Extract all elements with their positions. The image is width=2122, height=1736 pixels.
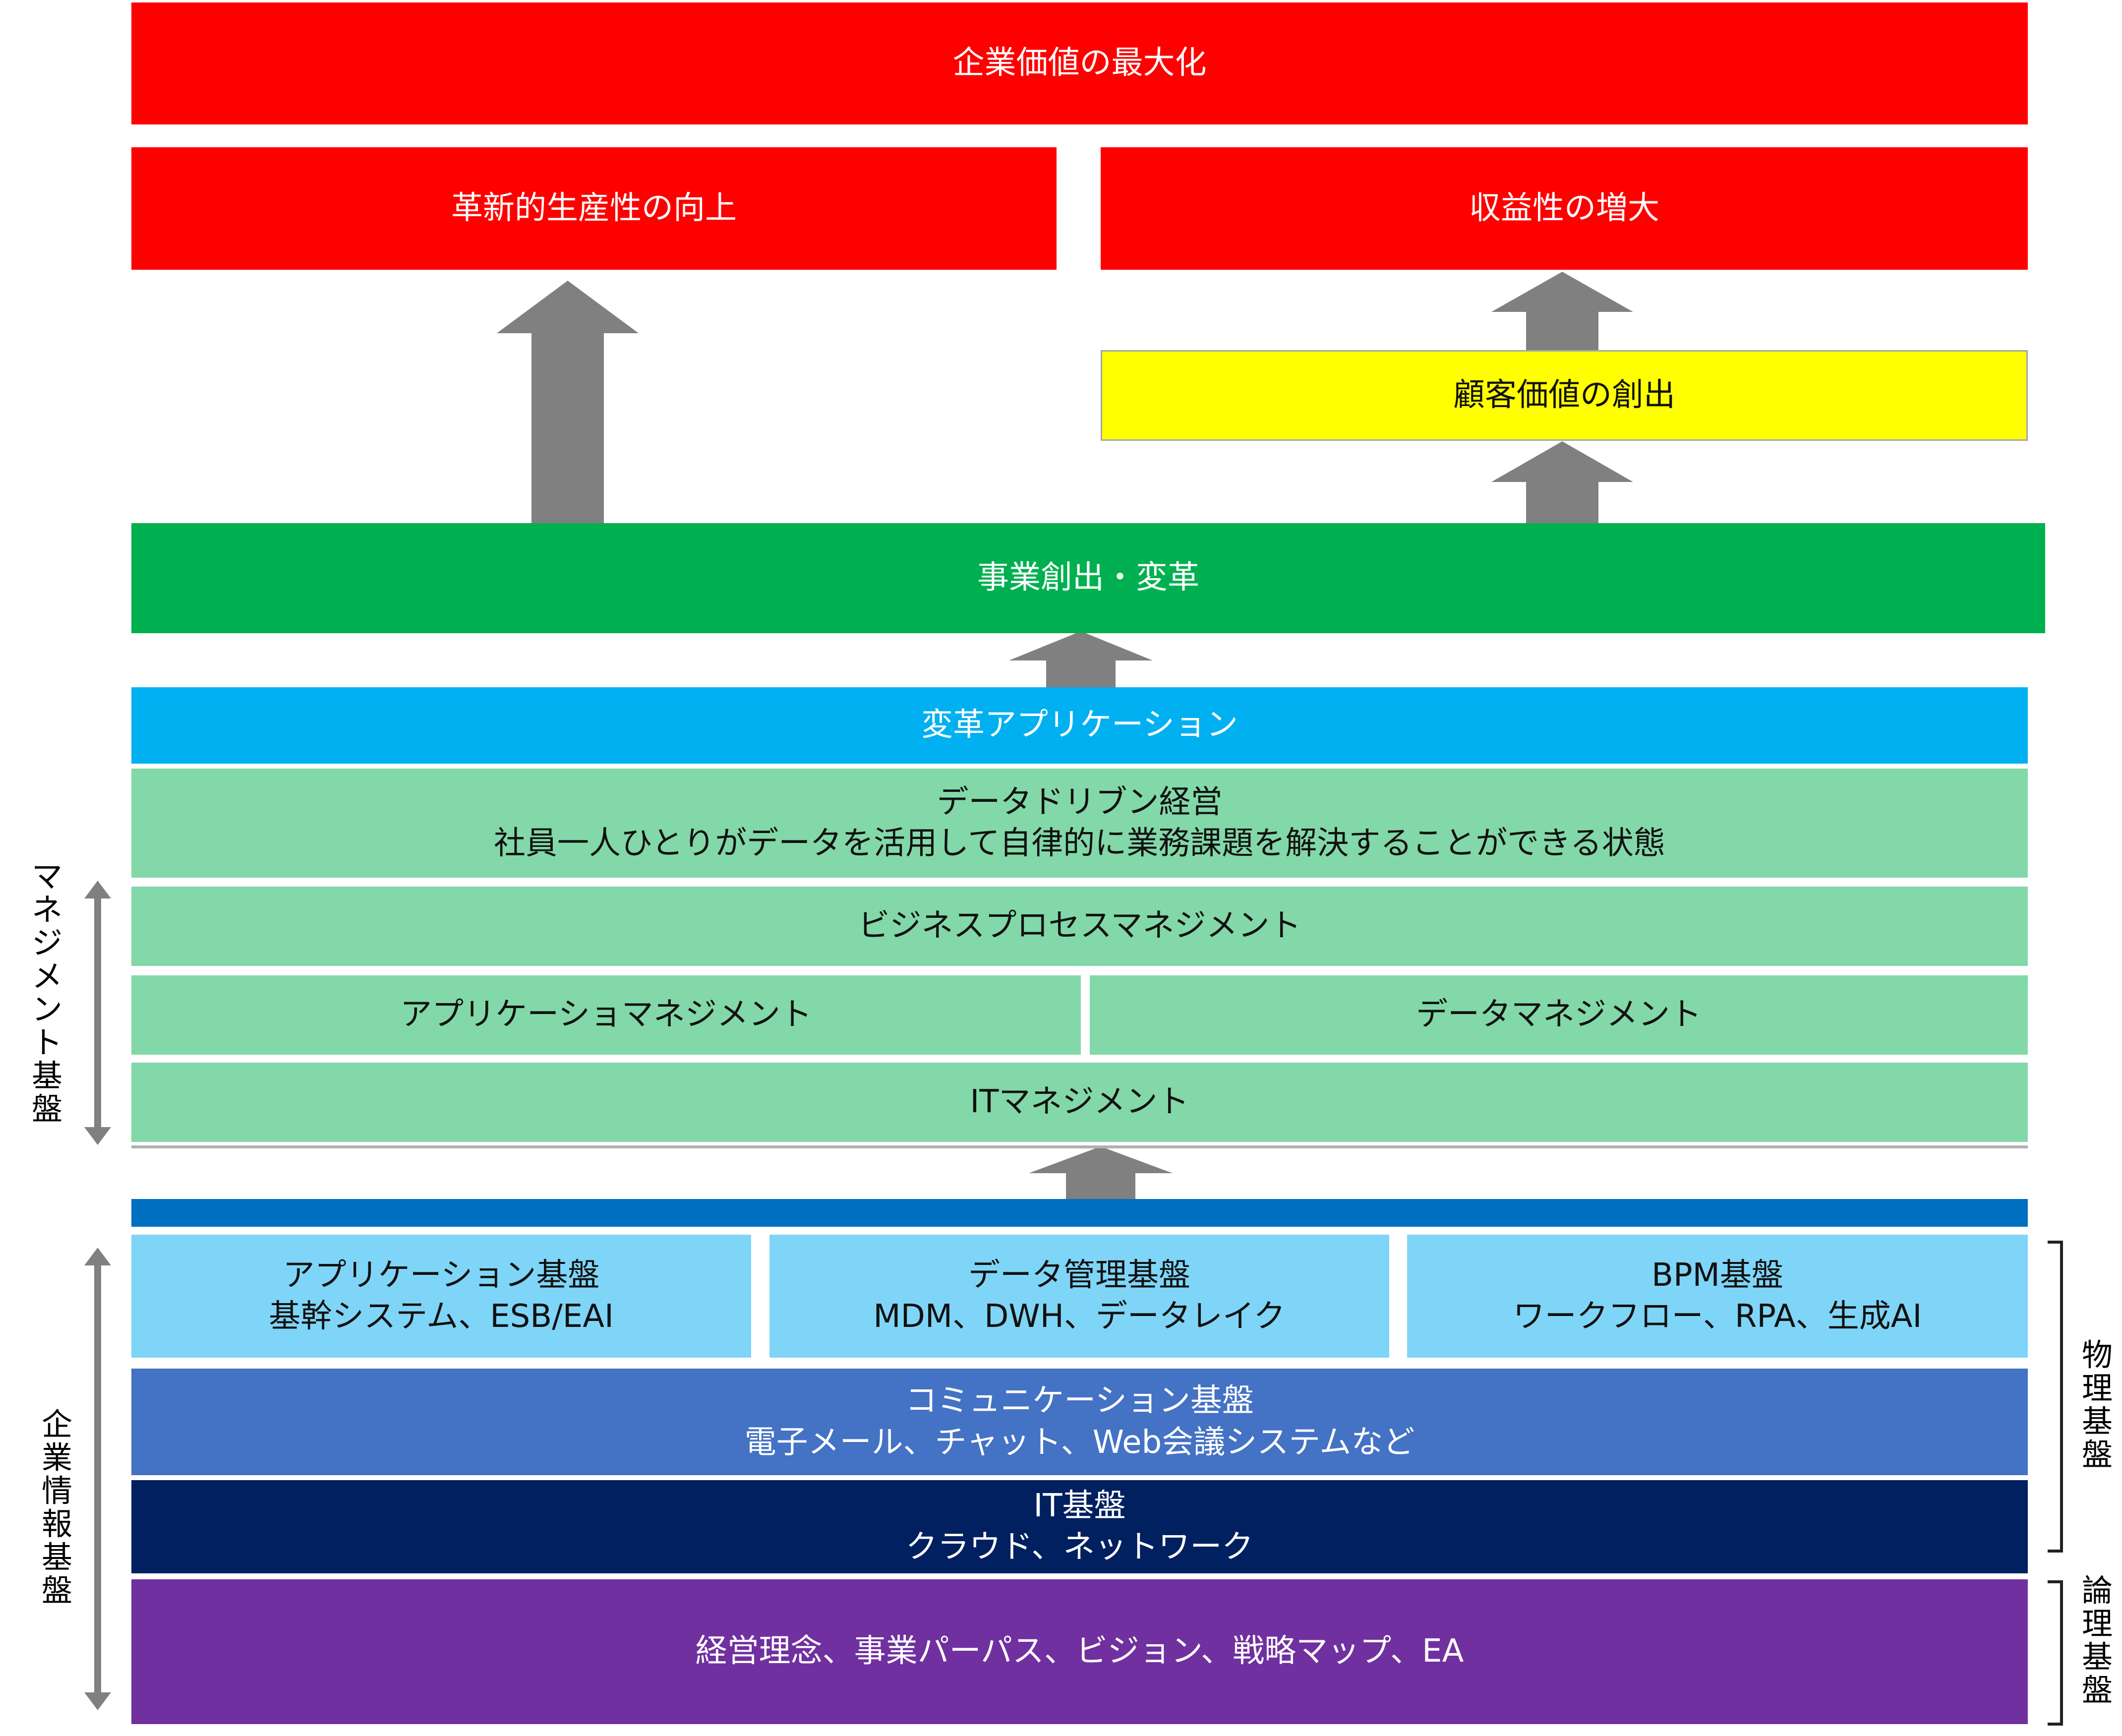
vertical-label-char: ン [31, 991, 62, 1027]
vertical-label-char: メ [31, 958, 62, 994]
customer-value-box: 顧客価値の創出 [1101, 350, 2028, 441]
vertical-label-char: 盤 [31, 1090, 62, 1127]
management-base-label: マネジメント基盤 [30, 860, 64, 1126]
bpm-base-title: BPM基盤 [1651, 1257, 1783, 1294]
physical-base-label: 物理基盤 [2080, 1337, 2115, 1473]
productivity-label: 革新的生産性の向上 [451, 189, 737, 227]
business-creation-label: 事業創出・変革 [977, 559, 1199, 597]
app-base-box: アプリケーション基盤 基幹システム、ESB/EAI [131, 1235, 751, 1358]
vertical-label-char: 盤 [2081, 1672, 2113, 1708]
enterprise-info-base-label: 企業情報基盤 [40, 1408, 74, 1608]
data-mgmt-label: データマネジメント [1416, 996, 1702, 1033]
vertical-label-char: 業 [41, 1439, 72, 1476]
arrow-up-profitability [1491, 272, 1633, 350]
profitability-label: 収益性の増大 [1469, 189, 1659, 227]
bpm-base-desc: ワークフロー、RPA、生成AI [1513, 1298, 1922, 1335]
vertical-label-char: ト [31, 1024, 62, 1061]
bpm-label: ビジネスプロセスマネジメント [858, 907, 1301, 945]
productivity-box: 革新的生産性の向上 [131, 147, 1057, 270]
arrow-up-business-creation [1009, 631, 1153, 687]
it-mgmt-label: ITマネジメント [970, 1083, 1189, 1121]
comm-base-title: コミュニケーション基盤 [905, 1382, 1254, 1420]
vertical-label-char: 盤 [2081, 1436, 2113, 1473]
vertical-label-char: ネ [31, 891, 62, 928]
double-arrow-management-base [84, 881, 111, 1145]
app-mgmt-label: アプリケーショマネジメント [400, 996, 812, 1033]
vertical-label-char: 論 [2081, 1572, 2113, 1609]
profitability-box: 収益性の増大 [1101, 147, 2028, 270]
vertical-label-char: 基 [31, 1057, 62, 1094]
it-base-desc: クラウド、ネットワーク [905, 1529, 1254, 1565]
philosophy-box: 経営理念、事業パーパス、ビジョン、戦略マップ、EA [131, 1579, 2028, 1724]
vertical-label-char: 基 [2081, 1403, 2113, 1439]
app-mgmt-box: アプリケーショマネジメント [131, 975, 1081, 1055]
comm-base-box: コミュニケーション基盤 電子メール、チャット、Web会議システムなど [131, 1369, 2028, 1475]
vertical-label-char: 盤 [41, 1572, 72, 1609]
data-driven-desc: 社員一人ひとりがデータを活用して自律的に業務課題を解決することができる状態 [494, 825, 1665, 862]
infrastructure-top-bar [131, 1199, 2028, 1227]
transform-apps-label: 変革アプリケーション [921, 707, 1238, 744]
data-base-desc: MDM、DWH、データレイク [873, 1298, 1286, 1335]
data-driven-title: データドリブン経営 [937, 783, 1223, 821]
double-arrow-enterprise-info-base [84, 1248, 111, 1710]
vertical-label-char: 情 [41, 1472, 72, 1509]
vertical-label-char: 理 [2081, 1370, 2113, 1406]
arrow-up-customer-value [1491, 441, 1633, 523]
app-base-desc: 基幹システム、ESB/EAI [269, 1298, 614, 1335]
vertical-label-char: 企 [41, 1406, 72, 1442]
data-driven-box: データドリブン経営 社員一人ひとりがデータを活用して自律的に業務課題を解決するこ… [131, 769, 2028, 878]
comm-base-desc: 電子メール、チャット、Web会議システムなど [744, 1424, 1415, 1461]
vertical-label-char: 報 [41, 1505, 72, 1542]
enterprise-value-label: 企業価値の最大化 [952, 45, 1207, 82]
arrow-up-productivity [497, 281, 639, 523]
vertical-label-char: ジ [31, 924, 62, 961]
data-mgmt-box: データマネジメント [1090, 975, 2028, 1055]
bpm-box: ビジネスプロセスマネジメント [131, 887, 2028, 966]
bpm-base-box: BPM基盤 ワークフロー、RPA、生成AI [1407, 1235, 2028, 1358]
vertical-label-char: 物 [2081, 1337, 2113, 1373]
customer-value-label: 顧客価値の創出 [1453, 376, 1675, 414]
transform-apps-box: 変革アプリケーション [131, 687, 2028, 764]
it-mgmt-box: ITマネジメント [131, 1063, 2028, 1142]
philosophy-label: 経営理念、事業パーパス、ビジョン、戦略マップ、EA [695, 1633, 1464, 1670]
vertical-label-char: 理 [2081, 1605, 2113, 1642]
data-base-title: データ管理基盤 [968, 1257, 1190, 1294]
bracket-logical-base [2048, 1580, 2063, 1726]
arrow-up-management [1029, 1146, 1173, 1199]
logical-base-label: 論理基盤 [2080, 1574, 2115, 1707]
it-base-title: IT基盤 [1033, 1487, 1126, 1524]
it-base-box: IT基盤 クラウド、ネットワーク [131, 1480, 2028, 1573]
bracket-physical-base [2048, 1241, 2063, 1553]
business-creation-box: 事業創出・変革 [131, 523, 2045, 633]
vertical-label-char: 基 [41, 1539, 72, 1575]
vertical-label-char: マ [31, 858, 62, 895]
vertical-label-char: 基 [2081, 1638, 2113, 1675]
app-base-title: アプリケーション基盤 [283, 1257, 600, 1294]
enterprise-value-box: 企業価値の最大化 [131, 2, 2028, 124]
data-base-box: データ管理基盤 MDM、DWH、データレイク [769, 1235, 1389, 1358]
